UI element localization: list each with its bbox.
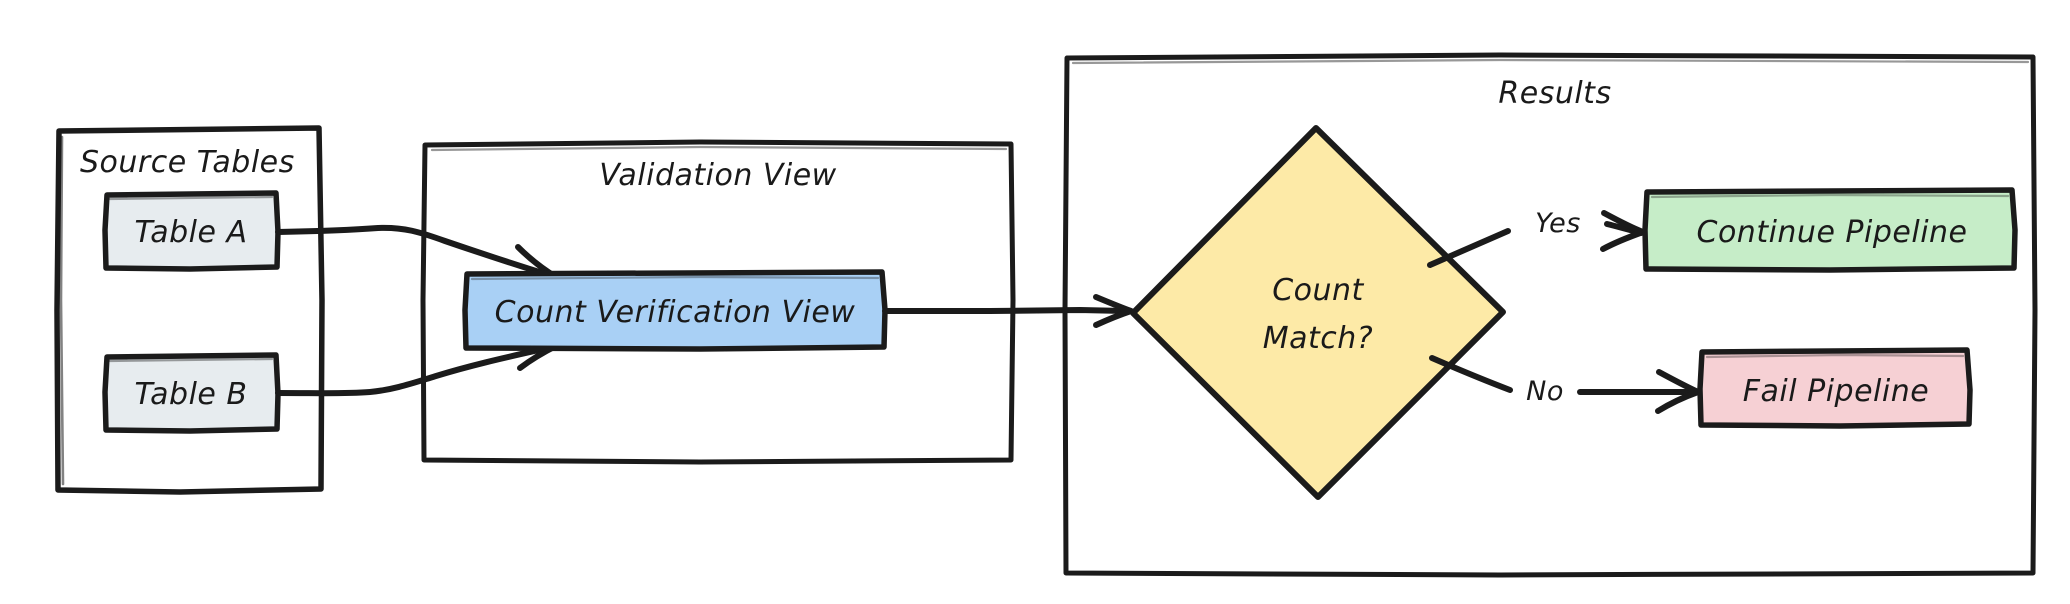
edge-view-to-decision[interactable]	[882, 294, 1134, 328]
edge-decision-yes[interactable]: Yes	[1427, 208, 1646, 268]
fail-pipeline-box	[1697, 347, 1973, 429]
edge-view-to-decision-arrowhead	[1093, 294, 1134, 328]
count-match-label-line1: Count	[1272, 273, 1364, 308]
edge-decision-yes-arrowhead	[1600, 210, 1646, 252]
node-table-a[interactable]: Table A	[102, 190, 281, 272]
table-b-label: Table B	[134, 377, 247, 412]
group-results[interactable]: Results	[1062, 52, 2038, 578]
validation-view-container-border	[420, 139, 1016, 465]
source-tables-group-label: Source Tables	[80, 145, 295, 180]
edge-decision-yes-line	[1427, 228, 1511, 268]
count-match-diamond	[1130, 125, 1506, 500]
table-a-label: Table A	[135, 215, 248, 250]
count-verification-view-box-inner-stroke	[470, 275, 880, 281]
edge-table-b-line	[275, 344, 555, 397]
table-a-box-inner-stroke	[108, 195, 274, 201]
edge-decision-no[interactable]: No	[1429, 355, 1701, 414]
results-container-inner-stroke	[1071, 58, 2030, 65]
group-validation-view[interactable]: Validation View	[420, 139, 1016, 465]
count-verification-view-box	[462, 269, 888, 352]
node-count-verification-view[interactable]: Count Verification View	[462, 269, 888, 352]
fail-pipeline-box-inner-stroke	[1705, 353, 1965, 359]
source-tables-container-border	[54, 125, 325, 495]
edge-decision-no-label: No	[1526, 376, 1564, 407]
count-verification-view-label: Count Verification View	[495, 295, 856, 330]
continue-pipeline-box-inner-stroke	[1650, 193, 2010, 199]
results-group-label: Results	[1498, 76, 1611, 111]
validation-view-group-label: Validation View	[599, 158, 836, 193]
group-source-tables[interactable]: Source Tables	[54, 125, 325, 495]
fail-pipeline-label: Fail Pipeline	[1743, 374, 1929, 409]
validation-view-container-inner-stroke	[430, 145, 1008, 152]
source-tables-container-inner-stroke	[59, 135, 65, 486]
node-continue-pipeline[interactable]: Continue Pipeline	[1642, 187, 2018, 273]
edge-decision-no-line	[1429, 355, 1513, 393]
table-b-box-inner-stroke	[108, 357, 274, 363]
table-b-box	[102, 352, 281, 434]
edge-decision-no-arrowhead	[1655, 369, 1701, 414]
continue-pipeline-label: Continue Pipeline	[1697, 215, 1968, 250]
table-a-box	[102, 190, 281, 272]
edge-view-to-decision-line	[882, 307, 1128, 314]
continue-pipeline-box	[1642, 187, 2018, 273]
node-table-b[interactable]: Table B	[102, 352, 281, 434]
edge-table-a-line	[275, 224, 555, 279]
node-count-match-decision[interactable]: Count Match?	[1130, 125, 1506, 500]
node-fail-pipeline[interactable]: Fail Pipeline	[1697, 347, 1973, 429]
count-match-label-line2: Match?	[1263, 321, 1373, 356]
results-container-border	[1062, 52, 2038, 578]
edge-decision-yes-label: Yes	[1535, 208, 1581, 239]
